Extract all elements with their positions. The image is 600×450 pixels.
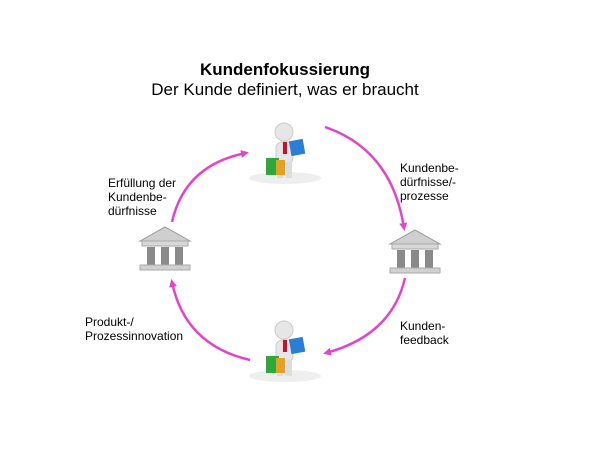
arrow-top-to-right (324, 125, 408, 231)
customer-with-shopping-bags-icon (248, 122, 322, 185)
label-needs-processes: Kundenbe- dürfnisse/- prozesse (400, 161, 459, 203)
label-innovation: Produkt-/ Prozessinnovation (85, 315, 184, 343)
label-customer-feedback: Kunden- feedback (400, 319, 449, 347)
label-fulfillment: Erfüllung der Kundenbe- dürfnisse (108, 176, 177, 218)
bank-building-icon (139, 226, 191, 271)
arrow-right-to-bottom (323, 277, 407, 356)
arrow-left-to-top (170, 150, 249, 223)
bank-building-icon (389, 229, 441, 274)
customer-with-shopping-bags-icon (248, 320, 322, 383)
arrow-bottom-to-left (169, 279, 251, 362)
diagram-title: Kundenfokussierung (199, 60, 370, 79)
diagram-subtitle: Der Kunde definiert, was er braucht (151, 80, 419, 99)
